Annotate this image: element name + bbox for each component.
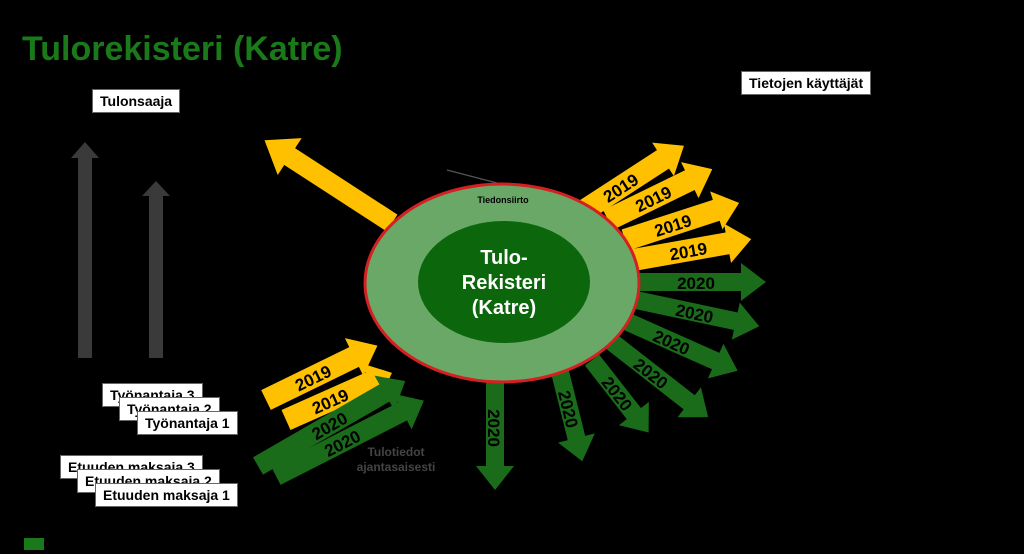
grey-arrow-2 — [142, 181, 170, 358]
register-core — [418, 221, 590, 343]
outbound-arrow-3: 2019 — [621, 191, 740, 251]
legend-swatch — [24, 538, 44, 550]
grey-arrow-1 — [71, 142, 99, 358]
outbound-arrow-1: 2019 — [579, 142, 684, 220]
arrow-year-label: 2020 — [677, 274, 715, 293]
register-name-line1: Tulo- — [480, 247, 527, 269]
arrow-year-label: 2020 — [674, 301, 715, 327]
arrow-year-label: 2020 — [554, 389, 582, 430]
register-name-line3: (Katre) — [472, 297, 536, 319]
register-name-line2: Rekisteri — [462, 272, 547, 294]
realtime-label-line2: ajantasaisesti — [357, 460, 436, 474]
realtime-label-line1: Tulotiedot — [367, 445, 424, 459]
outbound-arrow-10: 2020 — [551, 369, 595, 462]
outbound-arrow-5: 2020 — [638, 263, 766, 301]
arrow-year-label: 2020 — [650, 327, 692, 360]
employer-box-1: Työnantaja 1 — [137, 411, 238, 435]
data-users-label: Tietojen käyttäjät — [741, 71, 872, 95]
outbound-arrow-upper-left — [264, 138, 398, 232]
benefit-payer-box-1: Etuuden maksaja 1 — [95, 483, 238, 507]
recipient-label: Tulonsaaja — [92, 89, 181, 113]
transfer-label: Tiedonsiirto — [477, 195, 529, 205]
page-title: Tulorekisteri (Katre) — [22, 30, 343, 68]
connector-line — [446, 169, 498, 184]
outbound-arrow-11: 2020 — [476, 378, 514, 490]
arrow-year-label: 2020 — [484, 409, 503, 447]
arrow-year-label: 2019 — [652, 211, 694, 241]
outbound-arrow-4: 2019 — [631, 223, 752, 271]
